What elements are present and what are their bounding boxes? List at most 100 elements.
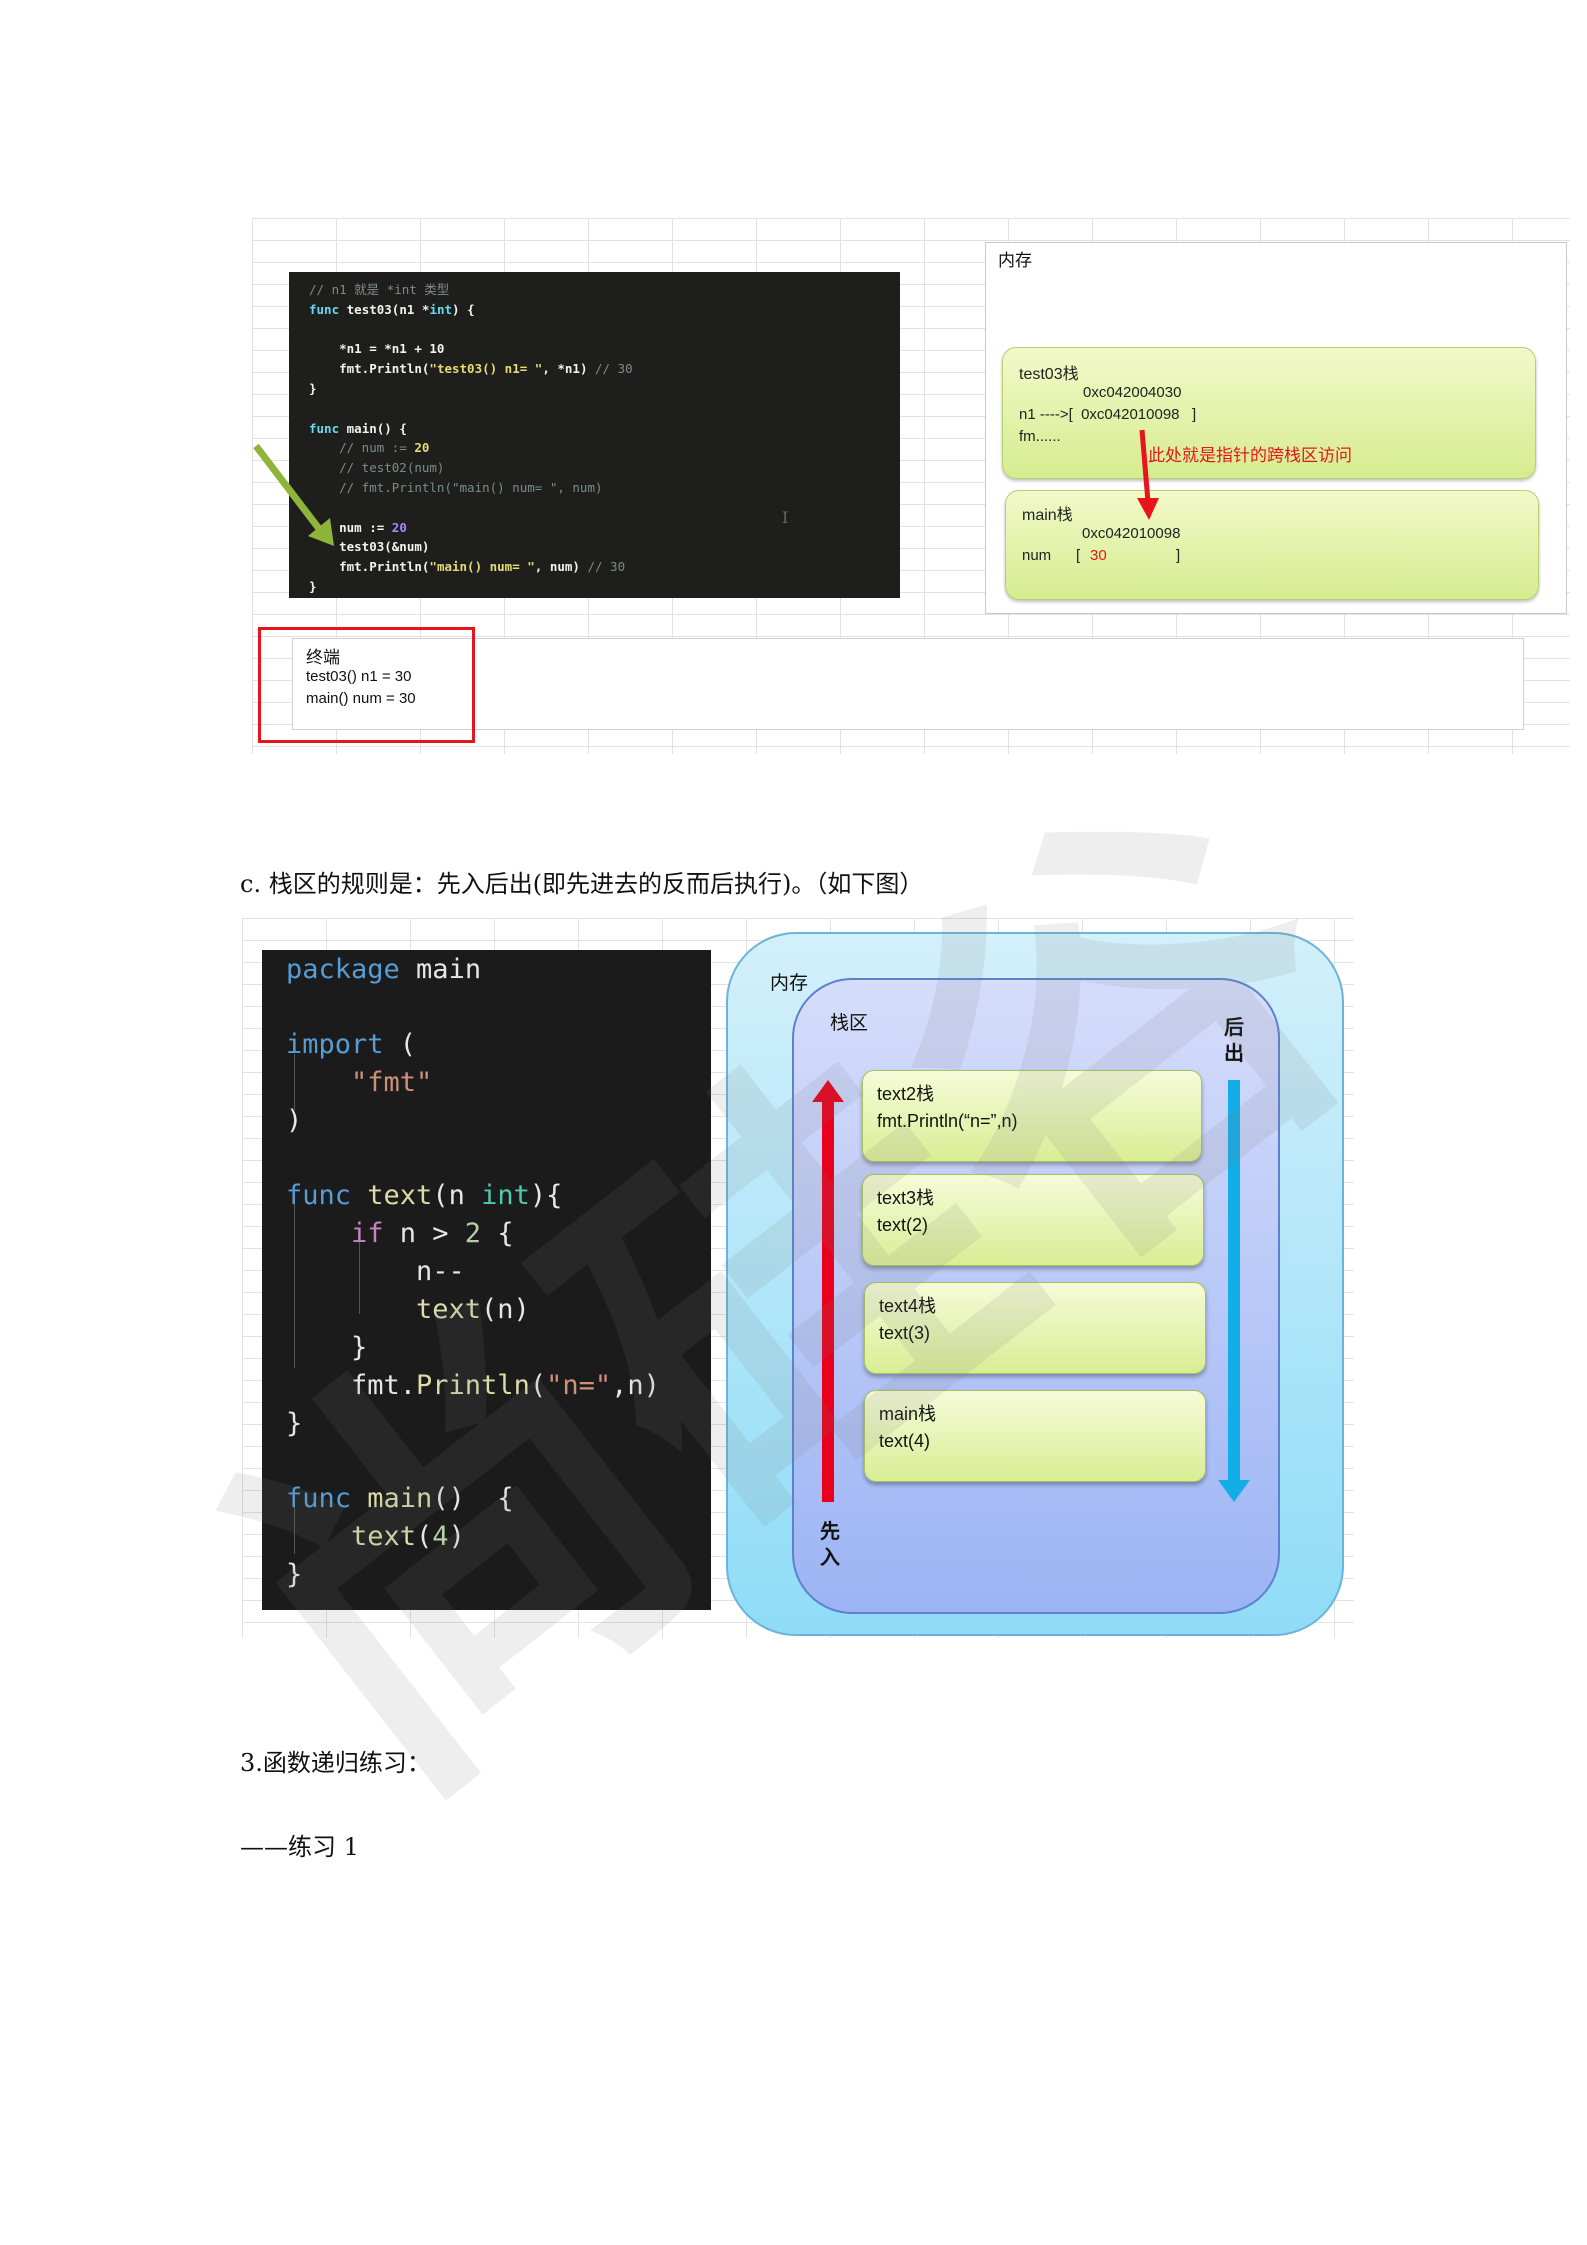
code-token: num :=	[309, 519, 392, 535]
stack-frame-line: text(2)	[877, 1215, 929, 1235]
num-bracket-open: [	[1076, 547, 1081, 564]
code-line: // n1 就是 *int 类型	[309, 280, 880, 300]
stack-frame-line: text(3)	[879, 1323, 931, 1343]
terminal-output-line-2: main() num = 30	[306, 690, 416, 707]
code-line-main-close: }	[286, 1559, 303, 1590]
code-token: }	[309, 380, 317, 396]
code-line: }	[309, 379, 880, 399]
code-token: *n1 = *n1 + 10	[309, 341, 445, 357]
stack-frame-line: text(4)	[879, 1431, 931, 1451]
stack-frame-main: main栈 text(4)	[864, 1390, 1206, 1482]
n1-pointer-value: n1 ---->[ 0xc042010098 ]	[1019, 406, 1197, 423]
terminal-panel	[292, 638, 1524, 730]
code-line-func-text: func text(n int){	[286, 1180, 563, 1211]
code-line-import-close: )	[286, 1105, 303, 1136]
code-token: main() {	[346, 420, 407, 436]
code-token: func	[309, 301, 347, 317]
code-line-import: import (	[286, 1029, 417, 1060]
code-token: // num :=	[309, 440, 415, 456]
code-token: "test03() n1= "	[429, 361, 543, 377]
stack-frame-title: text2栈	[877, 1084, 935, 1104]
text-cursor-glyph: I	[782, 508, 789, 527]
code-token: fmt.Println(	[309, 361, 430, 377]
fm-line: fm......	[1019, 428, 1061, 445]
stack-frame-line: fmt.Println(“n=”,n)	[877, 1111, 1018, 1131]
code-line	[309, 498, 880, 518]
code-token: ) {	[452, 301, 475, 317]
code-token: }	[309, 578, 317, 594]
test03-stack-title: test03栈	[1019, 366, 1079, 383]
code-line-main-call: text(4)	[351, 1521, 465, 1552]
code-line	[309, 320, 880, 340]
stack-area-label: 栈区	[830, 1012, 869, 1034]
section-3-heading: 3.函数递归练习：	[240, 1749, 431, 1777]
code-token: // n1 就是 *int 类型	[309, 282, 450, 297]
stack-frame-title: text4栈	[879, 1296, 937, 1316]
num-label: num	[1022, 547, 1052, 564]
code-token: fmt.Println(	[309, 559, 430, 575]
code-line-func-main: func main() {	[286, 1483, 514, 1514]
terminal-output-line-1: test03() n1 = 30	[306, 668, 412, 685]
code-line: }	[309, 577, 880, 597]
figure2-code-editor: package main import ( "fmt" ) func text(…	[262, 950, 711, 1610]
code-token: test03(n1 *	[346, 301, 430, 317]
main-stack-frame-fig1: main栈 0xc042010098 num [ 30 ]	[1005, 490, 1539, 600]
code-line-fmt: "fmt"	[351, 1067, 433, 1098]
stack-frame-title: text3栈	[877, 1188, 935, 1208]
last-out-label: 后出	[1224, 1015, 1244, 1065]
code-line-func-close: }	[286, 1408, 303, 1439]
code-line-if-close: }	[351, 1332, 368, 1363]
green-pointer-arrow	[253, 443, 334, 546]
exercise-1-heading: ——练习 1	[240, 1833, 359, 1861]
test03-stack-address: 0xc042004030	[1083, 384, 1182, 401]
code-line-recursive-call: text(n)	[416, 1294, 530, 1325]
first-in-up-arrow	[812, 1080, 844, 1502]
stack-frame-text4: text4栈 text(3)	[864, 1282, 1206, 1374]
code-line: test03(&num)	[309, 537, 880, 557]
code-token: // 30	[587, 559, 626, 575]
stack-frame-text2: text2栈 fmt.Println(“n=”,n)	[862, 1070, 1202, 1162]
main-stack-address: 0xc042010098	[1082, 525, 1181, 542]
stack-frame-title: main栈	[879, 1404, 937, 1424]
terminal-title: 终端	[306, 648, 340, 668]
code-token: , *n1)	[542, 361, 595, 377]
code-line: // fmt.Println("main() num= ", num)	[309, 478, 880, 498]
code-line: func main() {	[309, 419, 880, 439]
num-bracket-close: ]	[1176, 547, 1181, 564]
figure1-memory-label: 内存	[998, 251, 1032, 271]
figure2-memory-label: 内存	[770, 972, 809, 994]
code-token: , num)	[534, 559, 588, 575]
code-token: // test02(num)	[309, 460, 445, 476]
code-token: 20	[391, 519, 407, 535]
main-stack-title: main栈	[1022, 507, 1073, 524]
code-token: func	[309, 420, 347, 436]
stack-rule-paragraph: c. 栈区的规则是：先入后出(即先进去的反而后执行)。（如下图）	[240, 870, 924, 898]
first-in-label: 先入	[820, 1519, 840, 1569]
figure1-code-editor: // n1 就是 *int 类型 func test03(n1 *int) { *…	[289, 272, 900, 598]
cross-stack-red-arrow	[1137, 429, 1159, 520]
cross-stack-annotation: 此处就是指针的跨栈区访问	[1148, 446, 1352, 465]
stack-frame-text3: text3栈 text(2)	[862, 1174, 1204, 1266]
code-line: // test02(num)	[309, 458, 880, 478]
code-line: fmt.Println("main() num= ", num) // 30	[309, 557, 880, 577]
code-line	[309, 399, 880, 419]
code-token: int	[429, 301, 453, 317]
last-out-down-arrow	[1218, 1080, 1250, 1502]
code-line: *n1 = *n1 + 10	[309, 339, 880, 359]
code-token: // fmt.Println("main() num= ", num)	[309, 479, 603, 495]
code-token: // 30	[595, 361, 633, 377]
code-token: "main() num= "	[429, 559, 535, 575]
code-line: fmt.Println("test03() n1= ", *n1) // 30	[309, 359, 880, 379]
code-line-println: fmt.Println("n=",n)	[351, 1370, 660, 1401]
num-value: 30	[1090, 547, 1107, 564]
terminal-highlight-box	[258, 627, 475, 743]
code-token: 20	[414, 440, 430, 456]
code-line: // num := 20	[309, 438, 880, 458]
test03-stack-frame: test03栈 0xc042004030 n1 ---->[ 0xc042010…	[1002, 347, 1536, 479]
code-token: test03(&num)	[309, 539, 430, 555]
code-line: num := 20	[309, 518, 880, 538]
code-line-package: package main	[286, 954, 482, 985]
code-line-decrement: n--	[416, 1256, 465, 1287]
code-line: func test03(n1 *int) {	[309, 300, 880, 320]
code-line-if: if n > 2 {	[351, 1218, 514, 1249]
